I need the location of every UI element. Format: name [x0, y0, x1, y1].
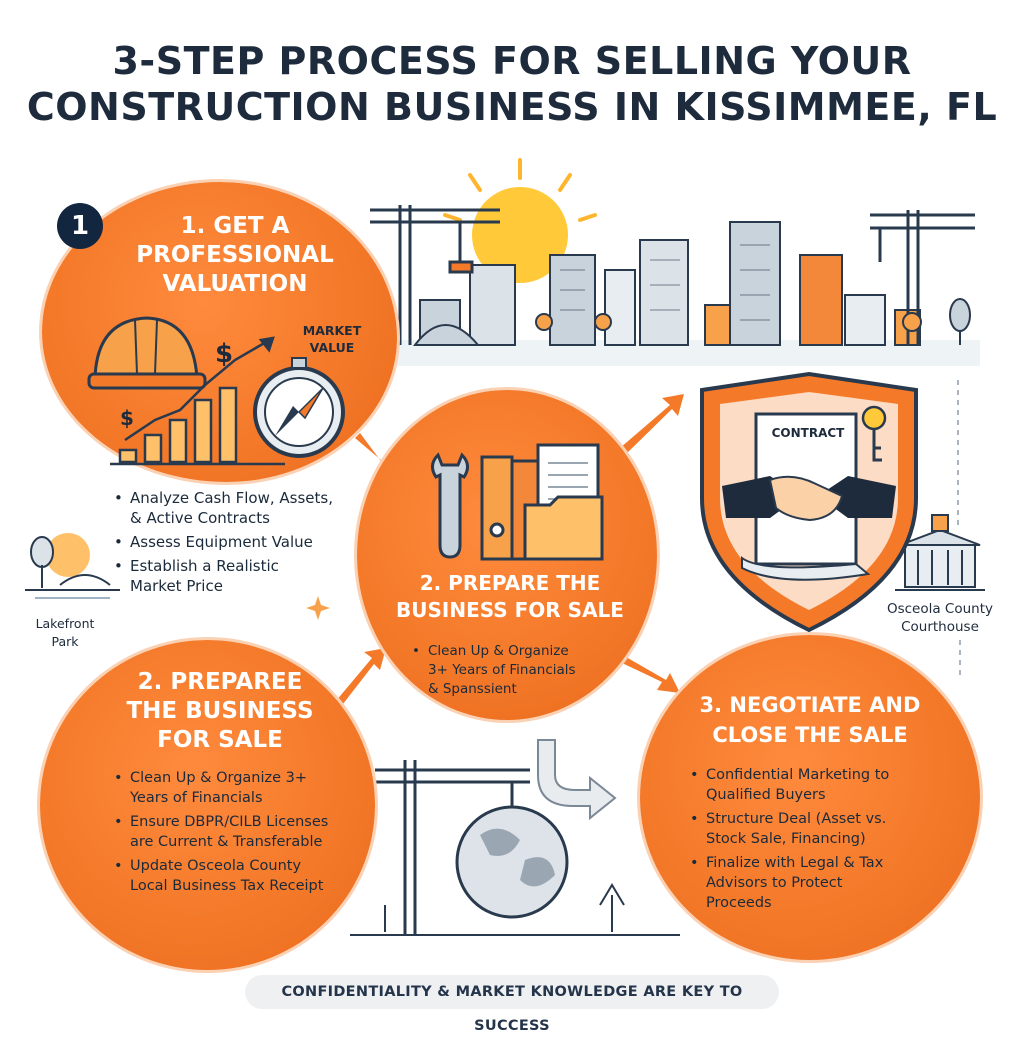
- step-2-center-heading: 2. PREPARE THE BUSINESS FOR SALE: [370, 570, 650, 624]
- footer-banner: CONFIDENTIALITY & MARKET KNOWLEDGE ARE K…: [245, 975, 779, 1034]
- landmark-line: Osceola County: [886, 601, 994, 617]
- bullet-line: Advisors to Protect: [706, 875, 843, 891]
- step-3-bullets: Confidential Marketing to Qualified Buyer…: [688, 765, 948, 913]
- step-1-bullets: Analyze Cash Flow, Assets, & Active Contr…: [112, 488, 372, 596]
- bullet-line: Stock Sale, Financing): [706, 831, 866, 847]
- globe-icon: [455, 805, 569, 919]
- list-item: Analyze Cash Flow, Assets, & Active Contr…: [112, 488, 372, 528]
- step-1-heading-line: 1. GET A: [180, 213, 290, 239]
- step-2-lower-heading-line: THE BUSINESS: [126, 698, 314, 724]
- bullet-line: Clean Up & Organize: [428, 643, 569, 659]
- step-2-lower-heading-line: 2. PREPAREE: [137, 669, 303, 695]
- step-2-heading-line: 2. PREPARE THE: [419, 571, 601, 595]
- hard-hat-icon: [87, 316, 207, 390]
- shield-icon: [700, 371, 918, 633]
- svg-text:$: $: [215, 339, 233, 369]
- landmark-line: Lakefront: [35, 616, 95, 631]
- step-3-heading: 3. NEGOTIATE AND CLOSE THE SALE: [660, 690, 960, 750]
- list-item: Structure Deal (Asset vs. Stock Sale, Fin…: [688, 809, 948, 849]
- page-title: 3-STEP PROCESS FOR SELLING YOUR CONSTRUC…: [0, 38, 1024, 130]
- bullet-line: are Current & Transferable: [130, 834, 323, 850]
- bullet-line: Proceeds: [706, 895, 772, 911]
- step-3-heading-line: 3. NEGOTIATE AND: [699, 693, 921, 717]
- crane-icon: [370, 205, 975, 345]
- list-item: Assess Equipment Value: [112, 532, 372, 552]
- bullet-line: Clean Up & Organize 3+: [130, 770, 308, 786]
- title-line-2: CONSTRUCTION BUSINESS IN KISSIMMEE, FL: [26, 85, 998, 129]
- valuation-illustration: $ $: [87, 316, 345, 466]
- list-item: Clean Up & Organize 3+ Years of Financial…: [112, 768, 372, 808]
- step-3-heading-line: CLOSE THE SALE: [712, 723, 908, 747]
- step-1-heading: 1. GET A PROFESSIONAL VALUATION: [110, 212, 360, 299]
- folder-icon: [523, 495, 604, 561]
- market-value-line: MARKET: [302, 323, 362, 338]
- bullet-line: Finalize with Legal & Tax: [706, 855, 884, 871]
- compass-icon: [253, 357, 345, 458]
- step-2-center-bullets: Clean Up & Organize 3+ Years of Financial…: [410, 642, 630, 699]
- step-2-lower-heading: 2. PREPAREE THE BUSINESS FOR SALE: [95, 668, 345, 755]
- bullet-line: Analyze Cash Flow, Assets,: [130, 489, 333, 507]
- market-value-line: VALUE: [309, 340, 355, 355]
- tree-icon: [535, 298, 971, 345]
- step-2-heading-line: BUSINESS FOR SALE: [396, 598, 624, 622]
- bullet-line: Confidential Marketing to: [706, 767, 890, 783]
- market-value-label: MARKET VALUE: [292, 322, 372, 356]
- wrench-icon: [431, 452, 469, 559]
- arrow-icon: [537, 739, 617, 821]
- step-1-heading-line: VALUATION: [162, 271, 308, 297]
- list-item: Confidential Marketing to Qualified Buyer…: [688, 765, 948, 805]
- list-item: Ensure DBPR/CILB Licenses are Current & T…: [112, 812, 372, 852]
- crane-icon: [375, 760, 530, 935]
- svg-text:$: $: [120, 406, 134, 430]
- lakefront-park-label: Lakefront Park: [20, 615, 110, 651]
- bullet-line: 3+ Years of Financials: [428, 662, 576, 678]
- step-2-lower-heading-line: FOR SALE: [157, 727, 283, 753]
- landmark-line: Courthouse: [901, 619, 979, 635]
- bullet-line: Ensure DBPR/CILB Licenses: [130, 814, 329, 830]
- step-1-badge: 1: [57, 203, 103, 249]
- handshake-icon: [722, 475, 896, 522]
- landmark-line: Park: [51, 634, 79, 649]
- prepare-illustration: [431, 443, 604, 561]
- key-icon: [861, 405, 887, 462]
- list-item: Clean Up & Organize 3+ Years of Financial…: [410, 642, 630, 699]
- skyline-icon: [412, 221, 921, 346]
- step-1-heading-line: PROFESSIONAL: [136, 242, 334, 268]
- step-2-lower-bullets: Clean Up & Organize 3+ Years of Financial…: [112, 768, 372, 896]
- title-line-1: 3-STEP PROCESS FOR SELLING YOUR: [112, 39, 912, 83]
- bullet-line: Assess Equipment Value: [130, 533, 313, 551]
- contract-label: CONTRACT: [771, 426, 845, 440]
- bullet-line: Qualified Buyers: [706, 787, 826, 803]
- dollar-icon: $ $: [120, 339, 233, 430]
- bullet-line: Establish a Realistic: [130, 557, 279, 575]
- bullet-line: Structure Deal (Asset vs.: [706, 811, 887, 827]
- bullet-line: & Active Contracts: [130, 509, 270, 527]
- courthouse-icon: [895, 514, 985, 591]
- bar-chart-icon: [110, 336, 285, 466]
- courthouse-label: Osceola County Courthouse: [865, 600, 1015, 636]
- bullet-line: Market Price: [130, 577, 223, 595]
- bullet-line: & Spanssient: [428, 681, 517, 697]
- bullet-line: Local Business Tax Receipt: [130, 878, 324, 894]
- tree-icon: [25, 533, 120, 599]
- bullet-line: Update Osceola County: [130, 858, 302, 874]
- bullet-line: Years of Financials: [130, 790, 263, 806]
- tree-icon: [384, 883, 625, 932]
